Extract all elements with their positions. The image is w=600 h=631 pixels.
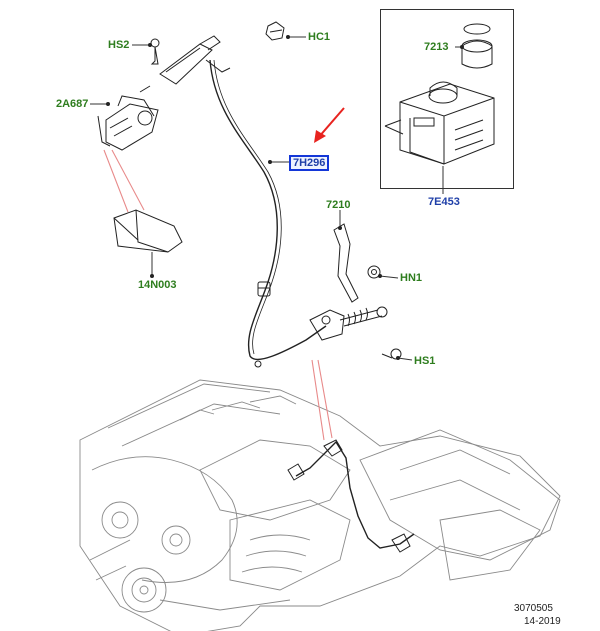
transmission-bracket [309, 223, 359, 341]
cable-cover [113, 209, 183, 253]
bolt-hs1 [381, 348, 402, 360]
cable-guide-bracket [159, 35, 231, 85]
red-pointer-arrow [314, 107, 345, 143]
lever-bracket [97, 85, 159, 151]
callout-7213: 7213 [424, 41, 449, 53]
transmission-cable-bracket [287, 439, 411, 553]
callout-dots [106, 35, 461, 360]
callout-2a687: 2A687 [56, 98, 89, 110]
cable-on-transmission [295, 440, 415, 549]
callout-14n003: 14N003 [138, 279, 177, 291]
cable-grommet [257, 281, 271, 297]
callout-hc1: HC1 [308, 31, 331, 43]
callout-7210: 7210 [326, 199, 351, 211]
engine-transmission [79, 379, 561, 631]
gear-cable [209, 59, 327, 361]
callout-hn1: HN1 [400, 272, 423, 284]
cable-end-spring [339, 306, 388, 327]
callout-7h296: 7H296 [289, 155, 330, 171]
callout-hs1: HS1 [414, 355, 436, 367]
gear-selector-inset-frame [380, 9, 514, 189]
gear-cable-inner [213, 59, 282, 355]
red-leader-lines [103, 149, 333, 441]
cable-clip [254, 360, 262, 368]
callout-7e453: 7E453 [428, 196, 460, 208]
drawing-date: 14-2019 [524, 616, 561, 627]
nut-hn1 [367, 265, 381, 279]
screw-hs2 [150, 38, 160, 65]
callout-leaders [90, 36, 413, 361]
callout-hs2: HS2 [108, 39, 130, 51]
clip-hc1 [265, 21, 285, 41]
drawing-number: 3070505 [514, 603, 553, 614]
